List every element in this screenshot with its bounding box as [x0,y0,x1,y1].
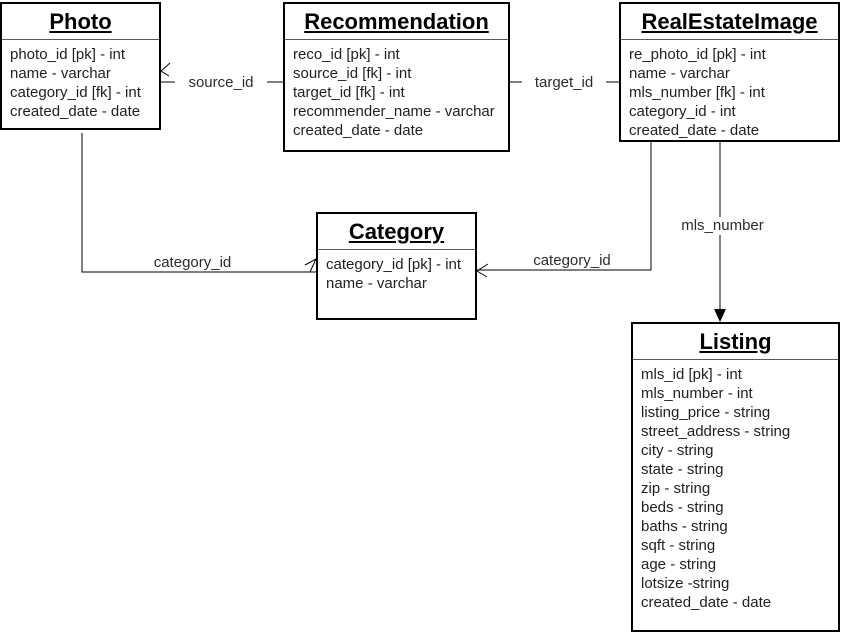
entity-fields-listing: mls_id [pk] - int mls_number - int listing… [633,360,838,612]
entity-field: photo_id [pk] - int [10,46,126,63]
entity-field: listing_price - string [641,404,771,421]
entity-field: created_date - date [10,103,141,120]
relationship-label-target-id: target_id [522,74,606,92]
entity-field: state - string [641,461,724,478]
entity-category: Category category_id [pk] - int name - va… [316,212,477,320]
entity-field: recommender_name - varchar [293,103,495,120]
entity-field: sqft - string [641,537,716,554]
entity-field: name - varchar [629,65,730,82]
entity-field: beds - string [641,499,724,516]
entity-field: mls_id [pk] - int [641,366,742,383]
entity-field: category_id [fk] - int [10,84,141,101]
entity-fields-realestateimage: re_photo_id [pk] - int name - varchar mls_… [621,40,838,140]
relationship-label-category-id-right: category_id [533,252,611,269]
entity-field: re_photo_id [pk] - int [629,46,766,63]
entity-field: target_id [fk] - int [293,84,405,101]
relationship-label-category-id-left: category_id [153,254,232,271]
entity-field: source_id [fk] - int [293,65,412,82]
entity-field: category_id [pk] - int [326,256,462,273]
entity-field: created_date - date [293,122,424,139]
arrowhead-into-category-right-icon [476,263,489,278]
entity-title-listing: Listing [633,324,838,360]
entity-title-realestateimage: RealEstateImage [621,4,838,40]
arrowhead-into-listing-icon [714,309,726,322]
entity-field: baths - string [641,518,728,535]
entity-field: mls_number [fk] - int [629,84,765,101]
entity-listing: Listing mls_id [pk] - int mls_number - in… [631,322,840,632]
entity-field: street_address - string [641,423,791,440]
connector-category-id-photo [81,133,316,273]
entity-photo: Photo photo_id [pk] - int name - varchar c… [0,2,161,130]
entity-fields-photo: photo_id [pk] - int name - varchar categor… [2,40,159,121]
arrowhead-into-category-left-icon [304,257,318,273]
entity-field: age - string [641,556,717,573]
entity-recommendation: Recommendation reco_id [pk] - int source_… [283,2,510,152]
entity-field: name - varchar [326,275,427,292]
arrowhead-into-photo-icon [160,62,171,77]
relationship-label-mls-number: mls_number [670,217,775,235]
entity-field: created_date - date [629,122,760,139]
entity-field: created_date - date [641,594,772,611]
entity-title-photo: Photo [2,4,159,40]
entity-title-recommendation: Recommendation [285,4,508,40]
entity-fields-category: category_id [pk] - int name - varchar [318,250,475,293]
entity-field: reco_id [pk] - int [293,46,400,63]
entity-field: zip - string [641,480,711,497]
entity-fields-recommendation: reco_id [pk] - int source_id [fk] - int ta… [285,40,508,140]
entity-field: category_id - int [629,103,736,120]
relationship-label-source-id: source_id [175,74,267,92]
entity-realestateimage: RealEstateImage re_photo_id [pk] - int na… [619,2,840,142]
connector-category-id-realestate [477,142,652,271]
entity-title-category: Category [318,214,475,250]
entity-field: mls_number - int [641,385,753,402]
entity-field: city - string [641,442,714,459]
entity-field: lotsize -string [641,575,730,592]
entity-field: name - varchar [10,65,111,82]
